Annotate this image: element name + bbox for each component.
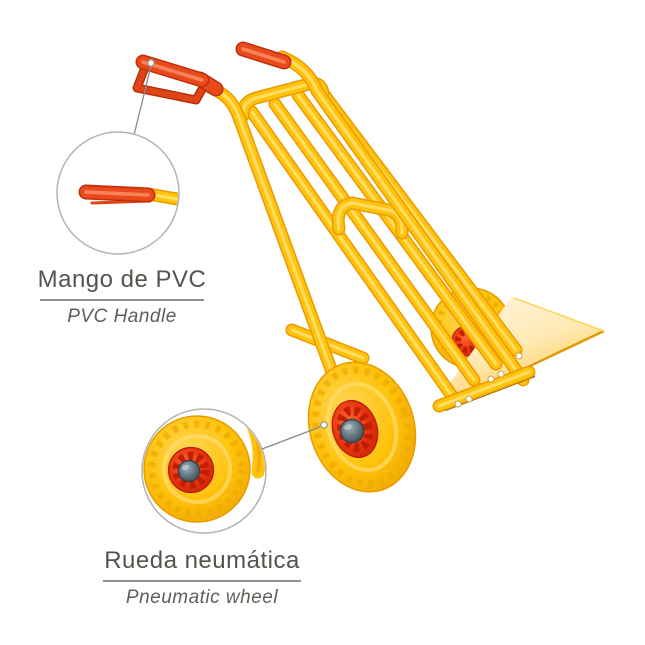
wheel-annotation: Rueda neumática Pneumatic wheel xyxy=(94,548,310,608)
wheel-annotation-title: Rueda neumática xyxy=(104,547,300,574)
handle-annotation-title: Mango de PVC xyxy=(37,266,207,293)
handle-leader-line xyxy=(133,65,152,136)
front-wheel xyxy=(307,361,417,493)
wheel-annotation-divider xyxy=(103,580,301,582)
wheel-leader-dot xyxy=(320,421,328,429)
frame xyxy=(207,57,533,413)
handle-callout xyxy=(56,59,180,255)
wheel-annotation-subtitle: Pneumatic wheel xyxy=(125,587,279,608)
handle-zoom-content xyxy=(86,186,178,203)
wheel-callout xyxy=(141,408,328,534)
handle-annotation-divider xyxy=(40,299,204,301)
right-pvc-handle xyxy=(243,49,284,62)
wheel-zoom-content xyxy=(143,410,265,523)
handle-annotation: Mango de PVC PVC Handle xyxy=(14,266,230,328)
hand-truck xyxy=(132,49,605,493)
wheel-leader-line xyxy=(261,426,321,450)
hinge-bolts xyxy=(454,352,523,408)
handle-leader-dot xyxy=(147,59,155,67)
handle-annotation-subtitle: PVC Handle xyxy=(67,306,177,327)
left-pvc-handle xyxy=(132,62,216,105)
